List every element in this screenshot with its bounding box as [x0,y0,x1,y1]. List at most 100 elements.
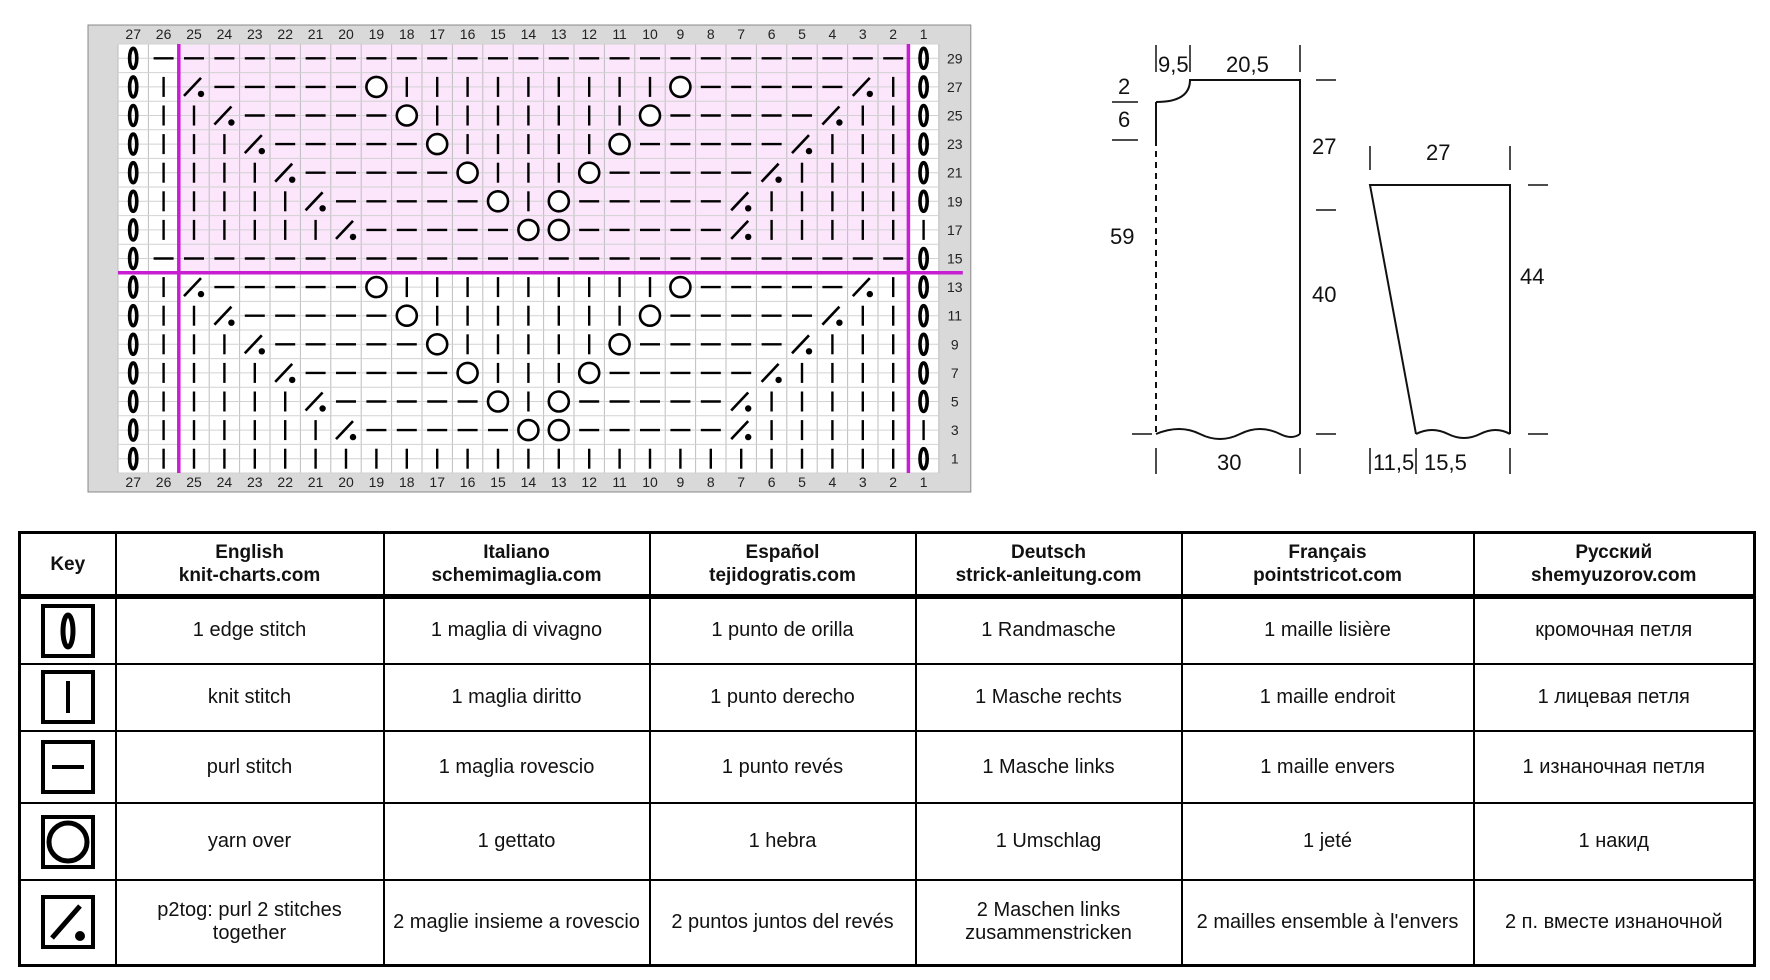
column-number: 13 [551,26,567,42]
column-number: 6 [768,26,776,42]
row-number: 27 [947,79,963,95]
column-number: 19 [369,474,385,490]
edge-stitch-icon [127,446,139,471]
edge-stitch-icon [127,160,139,185]
legend-cell: 1 punto de orilla [648,595,917,665]
yarn-over-icon [608,332,631,356]
column-number: 25 [186,26,202,42]
row-number: 5 [951,394,959,410]
legend-header-language: Español [745,542,820,563]
legend-header-language: Key [50,553,86,575]
yarn-over-icon [486,190,510,213]
column-number: 22 [277,474,293,490]
column-number: 11 [612,26,627,42]
column-number: 7 [737,26,745,42]
p2tog-icon [821,105,843,126]
legend-cell: 1 edge stitch [114,595,385,665]
edge-stitch-icon [918,446,929,471]
legend-header-site: schemimaglia.com [431,565,602,586]
yarn-over-icon [395,104,419,127]
body-dimension-ticks [1112,45,1336,474]
yarn-over-icon [486,390,510,413]
sleeve-dimension-ticks [1369,146,1548,474]
legend-header-language: English [215,542,284,563]
column-number: 3 [859,26,867,42]
purl-stitch-icon [40,740,95,795]
edge-stitch-icon [40,603,95,658]
row-number: 13 [947,279,963,295]
column-number: 21 [308,474,324,490]
legend-key-cell [18,878,117,967]
armhole-depth-label: 27 [1312,134,1336,159]
yarn-over-icon [669,75,692,99]
legend-key-cell [18,802,117,881]
sleeve-cuff [1415,429,1511,439]
shoulder-width-label: 20,5 [1226,52,1269,77]
column-number: 11 [612,474,627,490]
edge-stitch-icon [127,418,139,442]
edge-stitch-icon [127,246,139,271]
p2tog-icon [274,363,296,384]
legend-cell: 1 maglia diritto [382,662,651,733]
body-piece [1155,79,1301,440]
legend-cell: 1 накид [1472,802,1756,881]
edge-stitch-icon [127,218,139,242]
edge-stitch-icon [127,75,139,99]
column-number: 2 [889,26,897,42]
column-number: 18 [399,26,415,42]
legend-cell: 1 maille envers [1180,730,1475,805]
p2tog-icon [760,162,782,183]
p2tog-icon [335,420,357,441]
sleeve-top-width-label: 27 [1426,140,1450,165]
edge-stitch-icon [918,389,929,414]
column-number: 12 [581,26,597,42]
column-number: 20 [338,26,354,42]
column-number: 17 [429,474,445,490]
edge-stitch-icon [918,189,929,214]
legend-cell: 1 jeté [1180,802,1475,881]
legend-cell: 1 изнаночная петля [1472,730,1756,805]
p2tog-icon [791,334,813,355]
column-number: 25 [186,474,202,490]
legend-cell: yarn over [114,802,385,881]
p2tog-icon [730,391,752,412]
row-number: 21 [947,165,963,181]
legend-cell: 1 maglia rovescio [382,730,651,805]
column-number: 13 [551,474,567,490]
legend-header-language: Deutsch [1011,542,1086,563]
legend-cell: 1 maille lisière [1180,595,1475,665]
column-number: 16 [460,474,476,490]
column-number: 22 [277,26,293,42]
yarn-over-icon [669,275,692,299]
legend-cell: кромочная петля [1472,595,1756,665]
legend-cell: 1 Masche links [914,730,1183,805]
column-number: 14 [521,474,537,490]
edge-stitch-icon [918,160,929,185]
legend-header-site: shemyuzorov.com [1531,565,1697,586]
neck-depth-bottom-label: 6 [1118,107,1130,132]
side-length-label: 40 [1312,282,1336,307]
column-number: 27 [125,474,141,490]
p2tog-icon [274,162,296,183]
yarn-over-icon [577,161,601,184]
row-number: 23 [947,136,963,152]
row-number: 17 [947,222,963,238]
body-hem [1155,428,1301,440]
body-outline [1155,79,1301,434]
p2tog-icon [213,105,235,126]
legend-header-language: Français [1288,542,1367,563]
column-number: 12 [581,474,597,490]
yarn-over-icon [517,418,540,442]
edge-stitch-icon [127,303,139,328]
yarn-over-icon [395,304,419,328]
column-number: 3 [859,474,867,490]
column-number: 2 [889,474,897,490]
p2tog-icon [243,334,265,355]
